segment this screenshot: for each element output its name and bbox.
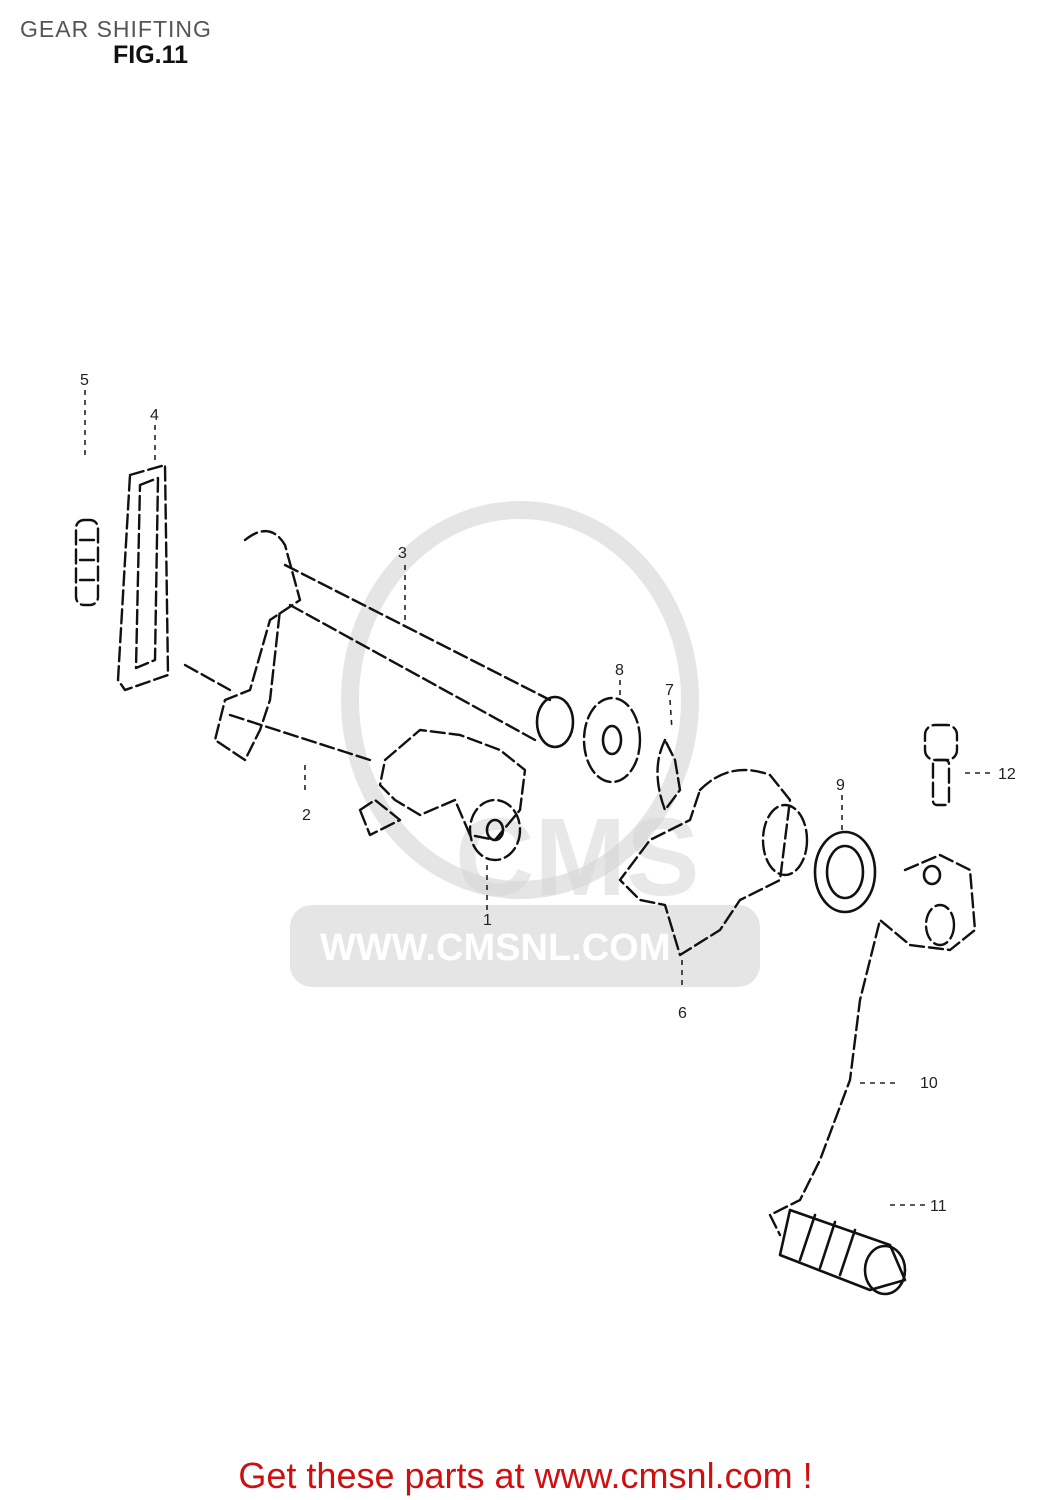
watermark-url: WWW.CMSNL.COM: [320, 927, 670, 969]
callout-8: 8: [615, 662, 624, 679]
part-12-bolt: [923, 723, 995, 807]
figure-number: FIG.11: [113, 41, 189, 69]
part-4-plate: [116, 425, 170, 692]
watermark-banner: [290, 905, 760, 987]
callout-11: 11: [930, 1198, 947, 1215]
callout-3: 3: [398, 545, 407, 562]
part-9-oil-seal: [813, 795, 877, 914]
part-3-shift-shaft: [183, 530, 575, 762]
get-parts-link[interactable]: Get these parts at www.cmsnl.com !: [238, 1455, 813, 1496]
cmsnl-watermark: CMS WWW.CMSNL.COM: [290, 501, 760, 987]
part-8-washer: [582, 680, 642, 784]
callout-10: 10: [920, 1075, 938, 1092]
part-6-shift-fork: [618, 768, 809, 990]
callout-4: 4: [150, 407, 159, 424]
watermark-logo-text: CMS: [455, 796, 699, 919]
callout-1: 1: [483, 912, 492, 929]
part-7-clip: [656, 699, 682, 812]
watermark-logo-ring: [341, 501, 699, 899]
part-5-spring: [74, 390, 100, 607]
part-11-pedal-rubber: [778, 1204, 925, 1296]
callout-7: 7: [665, 682, 674, 699]
page-title: GEAR SHIFTING: [20, 16, 212, 42]
callout-5: 5: [80, 372, 89, 389]
callout-9: 9: [836, 777, 845, 794]
callout-12: 12: [998, 766, 1016, 783]
callout-6: 6: [678, 1005, 687, 1022]
part-2-shift-arm: [304, 728, 527, 915]
part-10-gearshift-lever: [768, 853, 977, 1237]
callout-2: 2: [302, 807, 311, 824]
